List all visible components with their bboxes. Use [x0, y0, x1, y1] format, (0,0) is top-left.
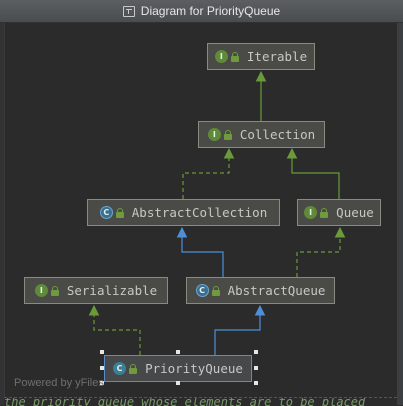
node-label: Serializable: [66, 283, 158, 298]
diagram-icon: [122, 5, 135, 17]
selection-handle[interactable]: [100, 366, 104, 370]
node-collection[interactable]: I Collection: [198, 121, 325, 148]
node-iterable[interactable]: I Iterable: [207, 43, 315, 70]
node-label: Queue: [336, 205, 374, 220]
lock-icon: [223, 129, 232, 140]
edge-abstractcollection-collection: [182, 147, 235, 199]
edge-queue-collection: [286, 147, 340, 199]
selection-handle[interactable]: [100, 350, 104, 354]
selection-handle[interactable]: [254, 350, 258, 354]
lock-icon: [211, 285, 220, 296]
powered-by-watermark: Powered by yFiles: [14, 377, 104, 389]
interface-icon: I: [34, 284, 48, 297]
node-abstract-collection[interactable]: C AbstractCollection: [87, 199, 280, 226]
window-title: Diagram for PriorityQueue: [140, 4, 281, 18]
lock-icon: [50, 285, 59, 296]
interface-icon: I: [207, 128, 221, 141]
selection-handle[interactable]: [254, 381, 258, 385]
lock-icon: [230, 51, 239, 62]
edge-abstractqueue-abstractcollection: [176, 226, 224, 277]
abstract-class-icon: C: [99, 206, 113, 219]
lock-icon: [129, 363, 138, 374]
node-label: Collection: [239, 127, 316, 142]
class-icon: C: [113, 362, 127, 375]
node-label: AbstractQueue: [227, 283, 326, 298]
node-serializable[interactable]: I Serializable: [24, 277, 168, 304]
selection-handle[interactable]: [100, 381, 104, 385]
selection-handle[interactable]: [176, 350, 180, 354]
selection-handle[interactable]: [254, 366, 258, 370]
editor-text-behind: the priority queue whose elements are to…: [4, 397, 397, 406]
edge-priorityqueue-serializable: [88, 304, 141, 355]
edge-priorityqueue-abstractqueue: [214, 304, 266, 355]
edge-abstractqueue-queue: [296, 226, 346, 277]
window-titlebar[interactable]: Diagram for PriorityQueue: [0, 0, 403, 23]
node-priority-queue[interactable]: C PriorityQueue: [104, 355, 252, 382]
interface-icon: I: [214, 50, 228, 63]
node-label: AbstractCollection: [131, 205, 268, 220]
right-gutter: [397, 23, 403, 405]
lock-icon: [115, 207, 124, 218]
lock-icon: [320, 207, 329, 218]
node-queue[interactable]: I Queue: [297, 199, 381, 226]
left-gutter: [0, 23, 4, 405]
node-label: PriorityQueue: [145, 361, 243, 376]
node-label: Iterable: [246, 49, 308, 64]
node-abstract-queue[interactable]: C AbstractQueue: [186, 277, 335, 304]
selection-handle[interactable]: [176, 381, 180, 385]
abstract-class-icon: C: [195, 284, 209, 297]
interface-icon: I: [304, 206, 318, 219]
